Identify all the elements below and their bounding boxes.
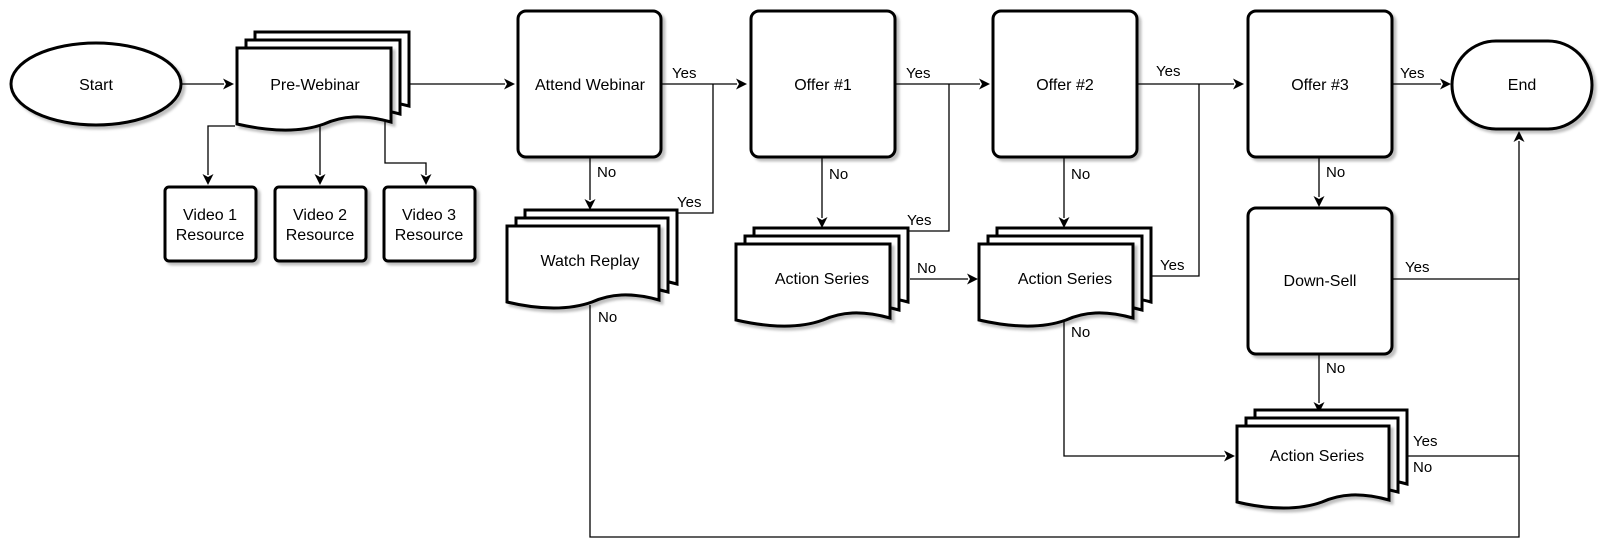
label-offer1-no: No <box>829 166 848 183</box>
edge-offer-2-yes <box>1136 78 1244 90</box>
node-action-series-2[interactable]: Action Series <box>977 226 1153 328</box>
node-offer-3[interactable]: Offer #3 <box>1246 9 1394 159</box>
node-video-1-line-1: Video 1 <box>183 207 237 224</box>
node-video-1-line-2: Resource <box>176 227 245 244</box>
nodes: Start Pre-Webinar Video 1 Resource Video… <box>9 9 1594 510</box>
label-replay-yes: Yes <box>677 194 701 211</box>
node-attend-webinar[interactable]: Attend Webinar <box>516 9 663 159</box>
edge-watch-replay-no <box>589 131 1525 538</box>
label-downsell-no: No <box>1326 360 1345 377</box>
node-offer-2[interactable]: Offer #2 <box>991 9 1139 159</box>
label-offer3-yes: Yes <box>1400 65 1424 82</box>
edge-action-series-1-yes <box>905 84 950 232</box>
node-offer-1-label: Offer #1 <box>794 77 852 94</box>
node-end[interactable]: End <box>1450 39 1594 131</box>
edge-offer-1-no <box>816 158 828 228</box>
edge-offer-3-no <box>1313 158 1325 207</box>
edge-pre-webinar-to-video-2 <box>314 121 326 185</box>
label-offer3-no: No <box>1326 164 1345 181</box>
node-pre-webinar[interactable]: Pre-Webinar <box>235 30 411 132</box>
edge-pre-webinar-to-video-1 <box>202 125 235 185</box>
label-attend-no: No <box>597 164 616 181</box>
node-video-3-resource[interactable]: Video 3 Resource <box>382 185 477 263</box>
node-attend-webinar-label: Attend Webinar <box>535 77 646 94</box>
edge-attend-webinar-yes <box>660 78 747 90</box>
label-attend-yes: Yes <box>672 65 696 82</box>
label-series2-no: No <box>1071 324 1090 341</box>
edge-action-series-2-no <box>1063 320 1235 462</box>
edge-watch-replay-yes <box>674 84 714 214</box>
label-offer2-yes: Yes <box>1156 63 1180 80</box>
node-offer-1[interactable]: Offer #1 <box>749 9 897 159</box>
label-downsell-yes: Yes <box>1405 259 1429 276</box>
node-video-3-line-1: Video 3 <box>402 207 456 224</box>
edge-offer-3-yes <box>1393 78 1451 90</box>
node-action-series-1[interactable]: Action Series <box>734 226 910 328</box>
node-video-1-resource[interactable]: Video 1 Resource <box>163 185 258 263</box>
node-end-label: End <box>1508 77 1536 94</box>
node-action-series-2-label: Action Series <box>1018 271 1112 288</box>
edge-pre-webinar-to-attend-webinar <box>405 78 515 90</box>
node-offer-2-label: Offer #2 <box>1036 77 1094 94</box>
edge-down-sell-no <box>1313 354 1325 413</box>
node-action-series-3[interactable]: Action Series <box>1235 408 1409 510</box>
node-action-series-1-label: Action Series <box>775 271 869 288</box>
label-series1-yes: Yes <box>907 212 931 229</box>
edge-offer-1-yes <box>894 78 990 90</box>
edge-pre-webinar-to-video-3 <box>384 122 432 185</box>
node-video-3-line-2: Resource <box>395 227 464 244</box>
edge-labels: Yes No Yes No Yes No Yes No Yes No Yes N… <box>597 63 1437 476</box>
label-series1-no: No <box>917 260 936 277</box>
node-down-sell-label: Down-Sell <box>1284 273 1357 290</box>
edge-action-series-2-yes <box>1151 84 1200 277</box>
label-replay-no: No <box>598 309 617 326</box>
node-video-2-resource[interactable]: Video 2 Resource <box>273 185 368 263</box>
edge-offer-2-no <box>1058 158 1070 228</box>
node-action-series-3-label: Action Series <box>1270 448 1364 465</box>
label-offer1-yes: Yes <box>906 65 930 82</box>
label-offer2-no: No <box>1071 166 1090 183</box>
node-video-2-line-2: Resource <box>286 227 355 244</box>
node-watch-replay-label: Watch Replay <box>541 253 640 270</box>
node-video-2-line-1: Video 2 <box>293 207 347 224</box>
edge-start-to-pre-webinar <box>178 78 234 90</box>
label-series2-yes: Yes <box>1160 257 1184 274</box>
edge-attend-webinar-no <box>584 158 596 210</box>
label-series3-no: No <box>1413 459 1432 476</box>
node-down-sell[interactable]: Down-Sell <box>1246 206 1394 356</box>
edges <box>178 78 1525 538</box>
edge-action-series-1-no <box>910 273 978 285</box>
node-offer-3-label: Offer #3 <box>1291 77 1349 94</box>
label-series3-yes: Yes <box>1413 433 1437 450</box>
node-start[interactable]: Start <box>9 41 183 127</box>
node-pre-webinar-label: Pre-Webinar <box>270 77 360 94</box>
node-watch-replay[interactable]: Watch Replay <box>505 208 679 310</box>
node-start-label: Start <box>79 77 113 94</box>
